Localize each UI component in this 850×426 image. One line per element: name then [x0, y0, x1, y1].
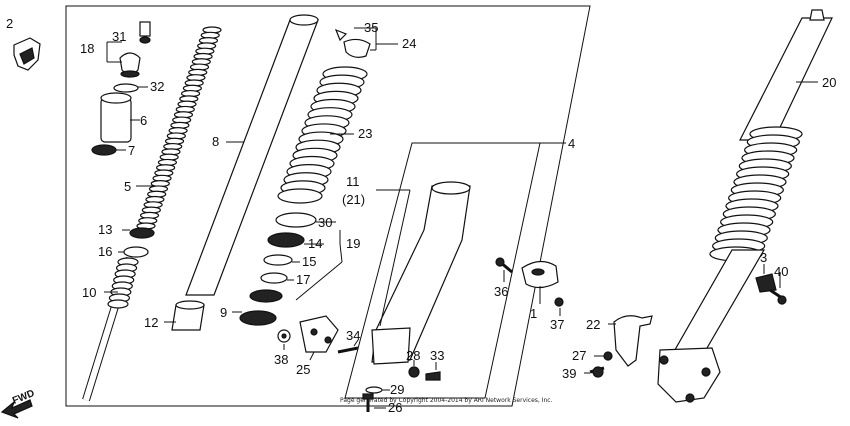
callout-5: 5 — [124, 179, 131, 194]
part-25-axle-holder[interactable] — [299, 315, 339, 353]
part-12-bushing[interactable] — [171, 300, 205, 331]
callout-18: 18 — [80, 41, 94, 56]
callout-28: 28 — [406, 348, 420, 363]
callout-4: 4 — [568, 136, 575, 151]
part-30-seal[interactable] — [275, 212, 317, 228]
part-33-bolt[interactable] — [425, 371, 441, 381]
callout-40: 40 — [774, 264, 788, 279]
part-28-washer[interactable] — [408, 366, 420, 378]
callout-31: 31 — [112, 29, 126, 44]
inner-kit-outline — [344, 142, 541, 399]
callout-37: 37 — [550, 317, 564, 332]
callout-11: 11 — [346, 174, 360, 189]
coil-turn — [277, 188, 323, 204]
part-13-seal[interactable] — [129, 227, 155, 239]
callout-24: 24 — [402, 36, 416, 51]
part-11-fork-slider[interactable] — [371, 181, 471, 365]
callout-34: 34 — [346, 328, 360, 343]
callout-33: 33 — [430, 348, 444, 363]
copyright-text: Page generated by Copyright 2004-2014 by… — [340, 397, 553, 404]
part-16-guide[interactable] — [123, 246, 149, 258]
part-20-fork-assembly[interactable] — [657, 9, 833, 403]
part-38-nut[interactable] — [277, 329, 291, 343]
callout-1: 1 — [530, 306, 537, 321]
callout-16: 16 — [98, 244, 112, 259]
outer-kit-outline — [65, 5, 591, 407]
leader-lines — [104, 27, 818, 409]
part-17-clip[interactable] — [260, 272, 288, 284]
part-5-spring[interactable] — [136, 26, 222, 230]
callout-2: 2 — [6, 16, 13, 31]
fwd-arrow: FWD — [0, 388, 36, 419]
part-29-washer[interactable] — [365, 386, 383, 394]
part-36-bolt[interactable] — [495, 257, 513, 274]
part-24-boot-clamp[interactable] — [334, 28, 371, 58]
callout-35: 35 — [364, 20, 378, 35]
part-2-bracket[interactable] — [13, 37, 41, 71]
part-31-top-bolt[interactable] — [119, 21, 151, 78]
callout-10: 10 — [82, 285, 96, 300]
part-3-bracket[interactable] — [755, 273, 777, 293]
part-34-pin[interactable] — [337, 346, 359, 354]
callout-3: 3 — [760, 250, 767, 265]
callout-9: 9 — [220, 305, 227, 320]
callout-26: 26 — [388, 400, 402, 415]
part-32-o-ring[interactable] — [113, 83, 139, 93]
part-40-bolt[interactable] — [769, 288, 787, 305]
callout-25: 25 — [296, 362, 310, 377]
callout-17: 17 — [296, 272, 310, 287]
part-22-cable-guide[interactable] — [613, 315, 653, 367]
part-8-fork-tube[interactable] — [185, 14, 319, 296]
callout-38: 38 — [274, 352, 288, 367]
part-10-damper-rod[interactable] — [82, 256, 139, 402]
callout-7: 7 — [128, 143, 135, 158]
callout-19: 19 — [346, 236, 360, 251]
part-9-dust-seal-a[interactable] — [249, 289, 283, 303]
part-1-clamp[interactable] — [521, 260, 559, 289]
part-26-drain-bolt[interactable] — [362, 393, 374, 412]
coil-turn — [107, 299, 129, 309]
callout-36: 36 — [494, 284, 508, 299]
part-39-bolt[interactable] — [589, 366, 605, 378]
callout-30: 30 — [318, 215, 332, 230]
callout-21: (21) — [342, 192, 365, 207]
part-9-dust-seal-b[interactable] — [239, 310, 277, 326]
callout-8: 8 — [212, 134, 219, 149]
part-15-ring[interactable] — [263, 254, 293, 266]
part-27-washer[interactable] — [603, 351, 613, 361]
callout-6: 6 — [140, 113, 147, 128]
callout-39: 39 — [562, 366, 576, 381]
callout-14: 14 — [308, 236, 322, 251]
part-23-fork-boot[interactable] — [277, 66, 368, 204]
callout-12: 12 — [144, 315, 158, 330]
callout-13: 13 — [98, 222, 112, 237]
part-6-spacer[interactable] — [100, 92, 132, 143]
callout-29: 29 — [390, 382, 404, 397]
part-7-washer[interactable] — [91, 144, 117, 156]
part-14-oil-seal[interactable] — [267, 232, 305, 248]
part-37-washer[interactable] — [554, 297, 564, 307]
callout-32: 32 — [150, 79, 164, 94]
callout-27: 27 — [572, 348, 586, 363]
callout-23: 23 — [358, 126, 372, 141]
callout-20: 20 — [822, 75, 836, 90]
callout-15: 15 — [302, 254, 316, 269]
callout-22: 22 — [586, 317, 600, 332]
callouts: 2 18 31 32 6 7 5 13 16 10 8 12 9 35 24 2… — [6, 16, 836, 415]
